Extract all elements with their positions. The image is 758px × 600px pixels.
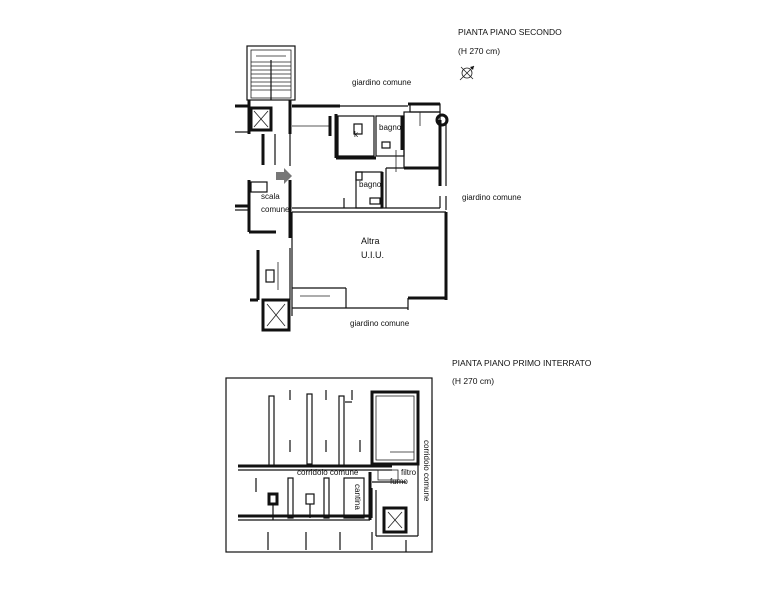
north-arrow-icon — [459, 65, 475, 81]
label-kitchen: k — [354, 130, 359, 139]
lower-compartments — [255, 469, 406, 520]
label-corridor-vertical: corridoio comune — [422, 440, 431, 502]
elevator-icon — [249, 106, 273, 132]
entrance-arrow-icon — [276, 168, 292, 184]
label-garden-top: giardino comune — [352, 78, 412, 87]
label-bath-1: bagno — [379, 123, 402, 132]
label-cellar: cantina — [353, 484, 362, 510]
label-filter-2: fumo — [390, 477, 408, 486]
stair-tower — [246, 45, 296, 101]
label-garden-bottom: giardino comune — [350, 319, 410, 328]
upper-floor-plan: PIANTA PIANO SECONDO (H 270 cm) — [235, 27, 562, 332]
label-garden-right: giardino comune — [462, 193, 522, 202]
other-unit-block — [291, 246, 446, 316]
upper-plan-title: PIANTA PIANO SECONDO — [458, 27, 562, 37]
basement-floor-plan: PIANTA PIANO PRIMO INTERRATO (H 270 cm) — [225, 358, 592, 553]
label-filter-1: filtro — [401, 468, 417, 477]
label-bath-2: bagno — [359, 180, 382, 189]
elevator-icon — [261, 298, 291, 332]
stair-walls — [235, 100, 292, 302]
upper-plan-height: (H 270 cm) — [458, 46, 500, 56]
interior-walls — [334, 111, 441, 209]
bottom-ticks — [267, 532, 407, 552]
vertical-corridor — [417, 400, 433, 540]
top-compartments — [268, 390, 361, 467]
horizontal-corridor — [238, 464, 392, 521]
lower-plan-title: PIANTA PIANO PRIMO INTERRATO — [452, 358, 592, 368]
apartment-outline — [291, 102, 449, 300]
right-room — [370, 390, 420, 466]
label-stair-1: scala — [261, 192, 280, 201]
label-stair-2: comune — [261, 205, 290, 214]
label-other-unit-2: U.I.U. — [361, 250, 384, 260]
elevator-icon — [375, 490, 418, 537]
lower-plan-height: (H 270 cm) — [452, 376, 494, 386]
label-other-unit-1: Altra — [361, 236, 380, 246]
label-corridor-horizontal: corridoio comune — [297, 468, 359, 477]
